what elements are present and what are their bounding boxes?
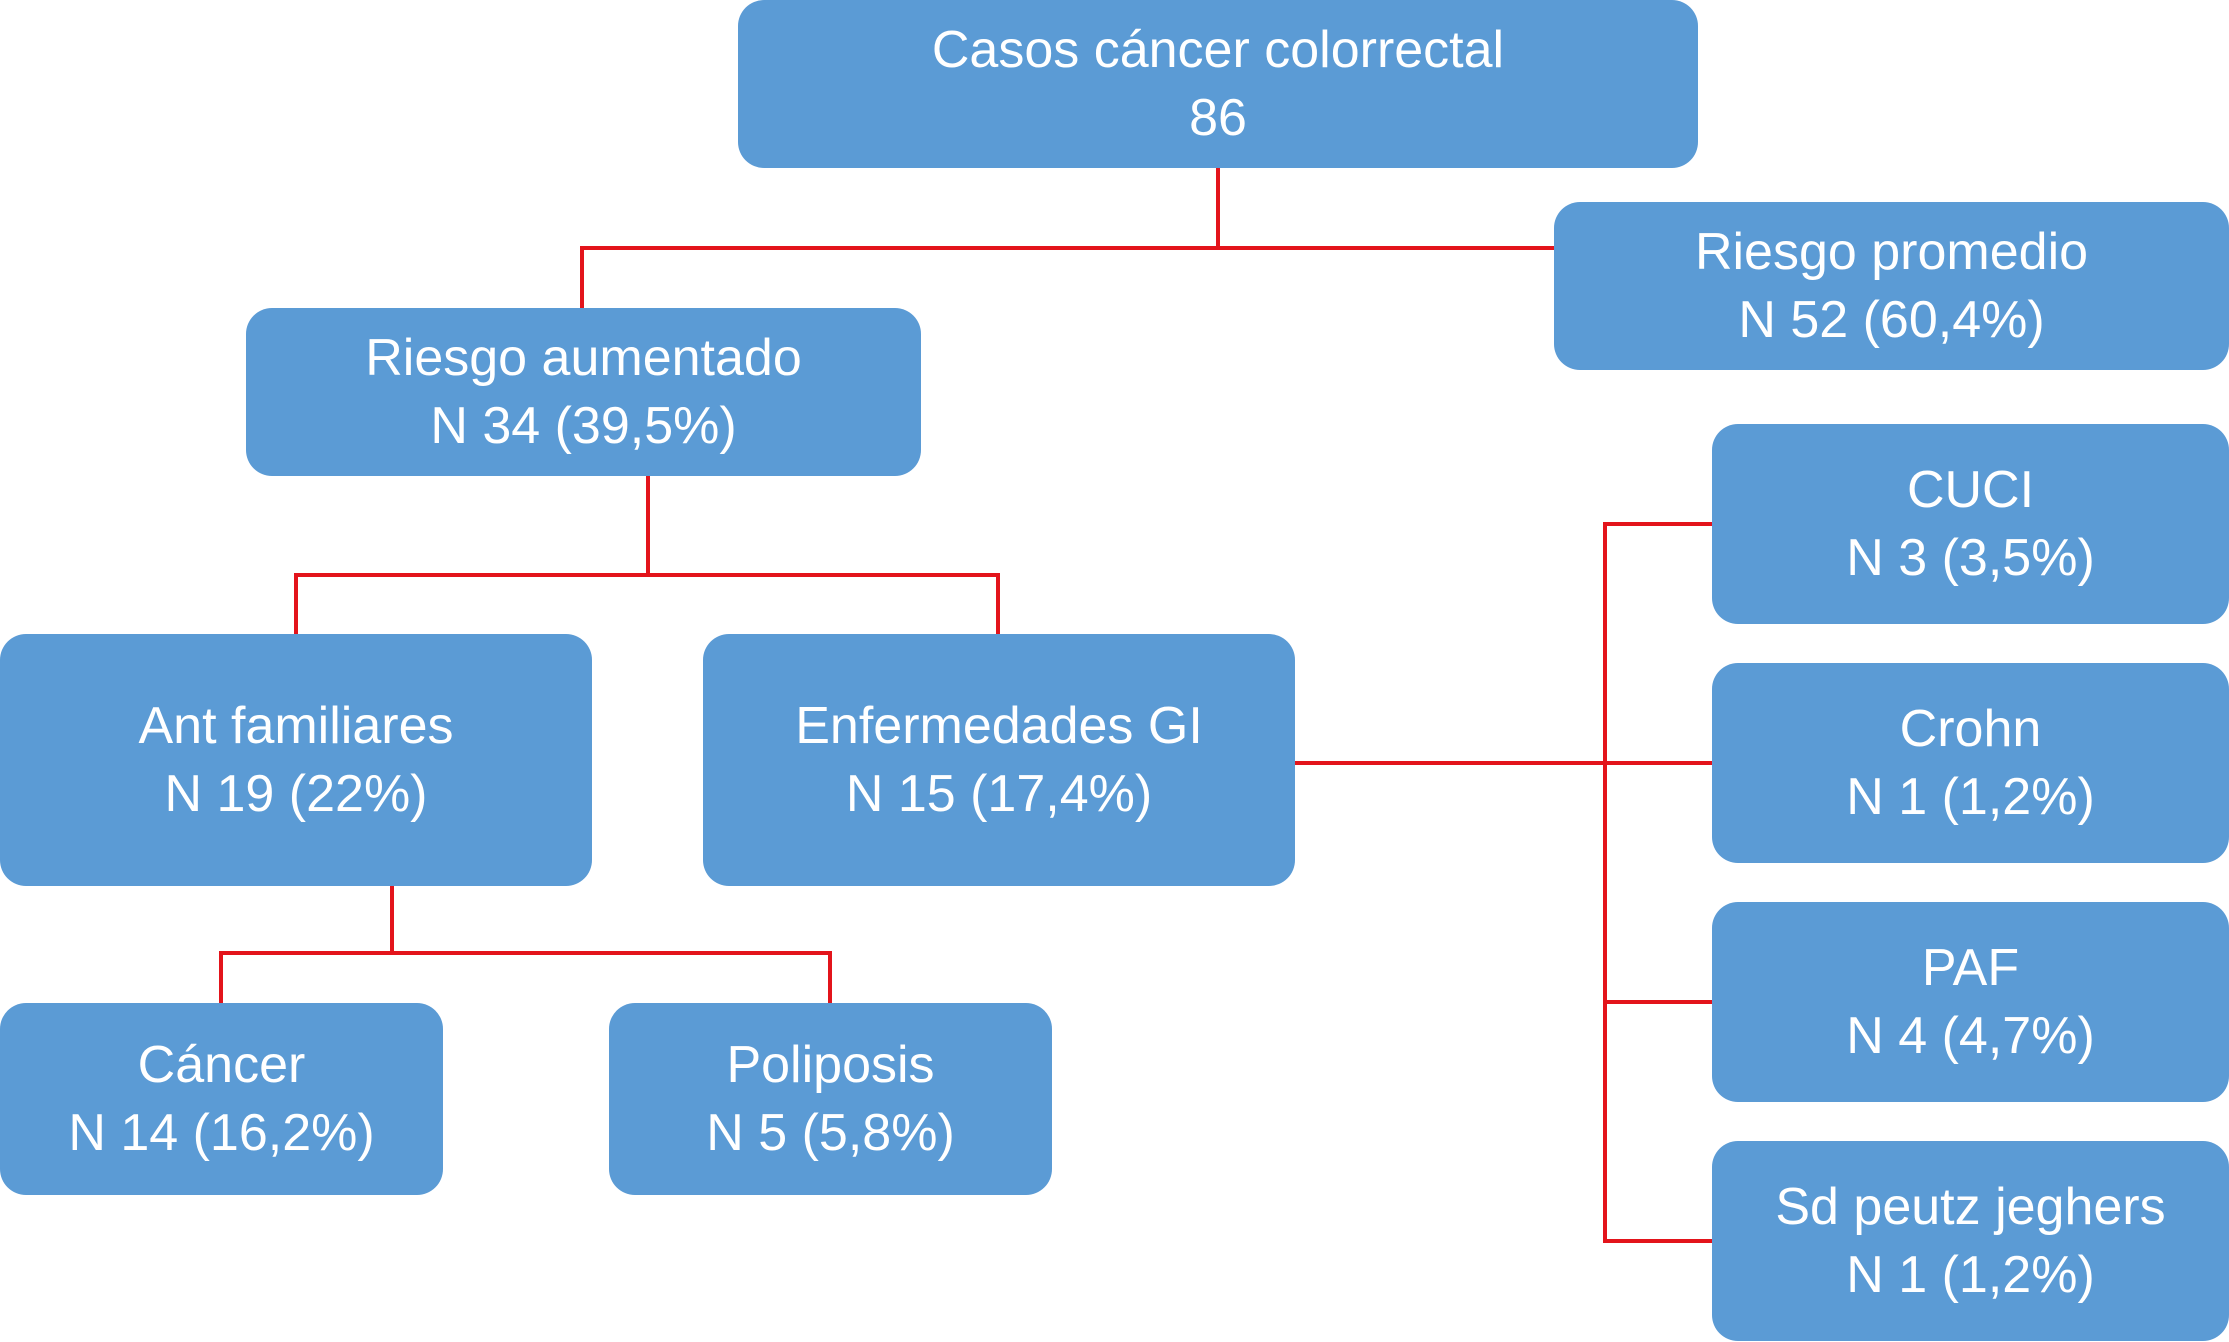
node-crohn: Crohn N 1 (1,2%) xyxy=(1712,663,2229,863)
node-riesgo-aumentado: Riesgo aumentado N 34 (39,5%) xyxy=(246,308,921,476)
node-title: Poliposis xyxy=(726,1036,935,1094)
node-paf: PAF N 4 (4,7%) xyxy=(1712,902,2229,1102)
node-enfermedades-gi: Enfermedades GI N 15 (17,4%) xyxy=(703,634,1295,886)
node-sd-peutz-jeghers: Sd peutz jeghers N 1 (1,2%) xyxy=(1712,1141,2229,1341)
node-riesgo-promedio: Riesgo promedio N 52 (60,4%) xyxy=(1554,202,2229,370)
node-value: N 3 (3,5%) xyxy=(1846,529,2095,587)
node-value: 86 xyxy=(1189,89,1247,147)
node-poliposis: Poliposis N 5 (5,8%) xyxy=(609,1003,1052,1195)
node-cancer: Cáncer N 14 (16,2%) xyxy=(0,1003,443,1195)
node-title: CUCI xyxy=(1906,461,2035,519)
node-title: Ant familiares xyxy=(138,697,454,755)
node-value: N 14 (16,2%) xyxy=(68,1104,375,1162)
node-title: Riesgo aumentado xyxy=(365,329,802,387)
node-title: PAF xyxy=(1921,939,2020,997)
node-title: Sd peutz jeghers xyxy=(1775,1178,2166,1236)
node-value: N 15 (17,4%) xyxy=(845,765,1153,823)
node-value: N 4 (4,7%) xyxy=(1846,1007,2095,1065)
node-title: Enfermedades GI xyxy=(795,697,1203,755)
node-casos-cancer-colorrectal: Casos cáncer colorrectal 86 xyxy=(738,0,1698,168)
node-value: N 19 (22%) xyxy=(164,765,428,823)
node-title: Casos cáncer colorrectal xyxy=(931,21,1505,79)
node-value: N 1 (1,2%) xyxy=(1846,768,2095,826)
node-title: Cáncer xyxy=(137,1036,306,1094)
node-value: N 34 (39,5%) xyxy=(430,397,737,455)
node-cuci: CUCI N 3 (3,5%) xyxy=(1712,424,2229,624)
node-ant-familiares: Ant familiares N 19 (22%) xyxy=(0,634,592,886)
node-value: N 52 (60,4%) xyxy=(1738,291,2045,349)
node-title: Crohn xyxy=(1899,700,2042,758)
node-value: N 1 (1,2%) xyxy=(1846,1246,2095,1304)
node-value: N 5 (5,8%) xyxy=(706,1104,955,1162)
node-title: Riesgo promedio xyxy=(1694,223,2089,281)
